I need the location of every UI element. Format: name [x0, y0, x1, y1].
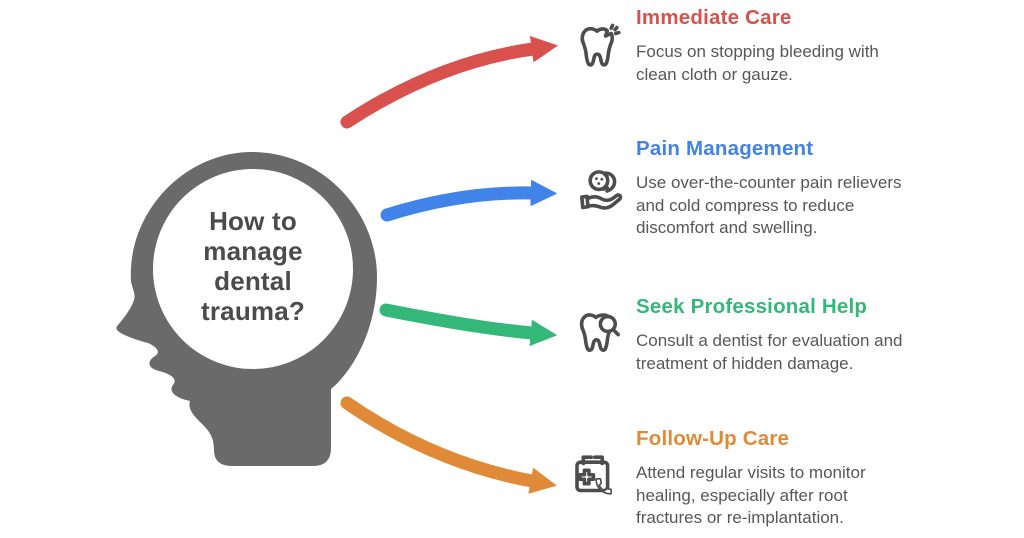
tooth-magnifier-icon [570, 306, 624, 360]
calendar-phone-icon [568, 450, 622, 504]
broken-tooth-icon [570, 22, 624, 76]
arrow-follow-up-care [340, 396, 557, 494]
section-description: Consult a dentist for evaluation and tre… [636, 331, 903, 373]
section-title: Pain Management [636, 137, 814, 160]
section-description: Use over-the-counter pain relievers and … [636, 173, 902, 237]
section-description: Focus on stopping bleeding with clean cl… [636, 42, 879, 84]
section-title: Follow-Up Care [636, 427, 790, 450]
question-text: How to manage dental trauma? [201, 206, 305, 326]
section-title: Immediate Care [636, 6, 792, 29]
pill-hand-icon [576, 164, 630, 218]
arrow-immediate-care [340, 35, 559, 129]
section-description: Attend regular visits to monitor healing… [636, 463, 866, 527]
section-title: Seek Professional Help [636, 295, 868, 318]
arrow-seek-professional-help [379, 303, 558, 347]
arrow-pain-management [380, 179, 558, 222]
